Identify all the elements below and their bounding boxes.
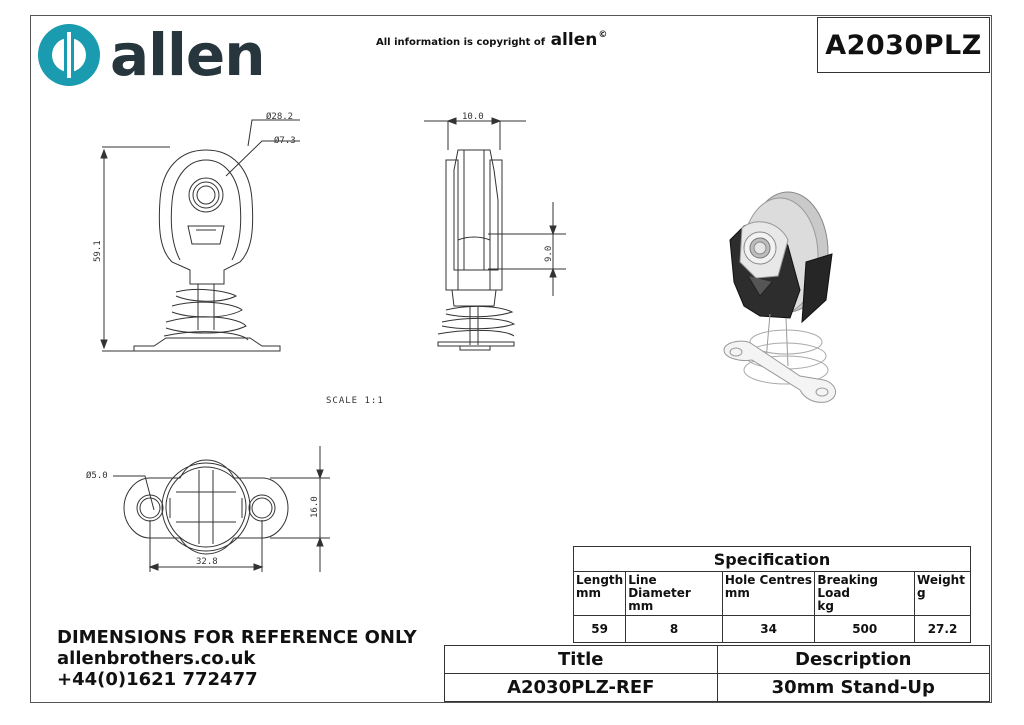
brand-wordmark: allen — [110, 21, 266, 89]
website-text: allenbrothers.co.uk — [57, 648, 256, 669]
title-label: Title — [444, 645, 718, 674]
copyright-symbol: © — [598, 30, 608, 40]
spec-value-cell: 8 — [625, 615, 723, 643]
sheet-border — [30, 15, 992, 703]
dim-hole-spacing: 32.8 — [196, 557, 218, 567]
spec-title: Specification — [573, 546, 971, 572]
spec-value-row: 59 8 34 500 27.2 — [572, 615, 971, 643]
isometric-render — [723, 191, 836, 403]
dimensions-disclaimer: DIMENSIONS FOR REFERENCE ONLY — [57, 627, 417, 648]
dim-bore-dia: Ø7.3 — [274, 135, 296, 146]
dim-outer-dia: Ø28.2 — [266, 111, 293, 122]
title-value: A2030PLZ-REF — [444, 673, 718, 702]
spec-value-cell: 34 — [721, 615, 816, 643]
allen-logo-icon — [38, 24, 100, 86]
copyright-brand: allen — [550, 30, 598, 50]
title-block: Title Description A2030PLZ-REF 30mm Stan… — [444, 645, 990, 702]
front-view — [100, 119, 300, 352]
copyright-note: All information is copyright of allen© — [376, 30, 607, 50]
description-label: Description — [716, 645, 990, 674]
dim-length: 59.1 — [93, 240, 103, 262]
spec-value-cell: 500 — [814, 615, 916, 643]
brand-logo: allen — [36, 21, 286, 89]
spec-value-cell: 27.2 — [914, 615, 971, 643]
plan-view — [113, 446, 330, 572]
part-number-box: A2030PLZ — [817, 17, 990, 73]
dim-width: 10.0 — [462, 112, 484, 122]
dim-base-height: 16.0 — [310, 496, 320, 518]
reference-note: DIMENSIONS FOR REFERENCE ONLY allenbroth… — [57, 627, 417, 690]
side-view — [424, 117, 566, 351]
part-number: A2030PLZ — [825, 29, 982, 61]
description-value: 30mm Stand-Up — [716, 673, 990, 702]
spec-value-cell: 59 — [572, 615, 627, 643]
scale-note: SCALE 1:1 — [326, 396, 384, 406]
phone-text: +44(0)1621 772477 — [57, 669, 258, 690]
copyright-text: All information is copyright of — [376, 37, 546, 48]
dim-hole-dia: Ø5.0 — [86, 470, 108, 481]
dim-line: 9.0 — [544, 246, 554, 262]
